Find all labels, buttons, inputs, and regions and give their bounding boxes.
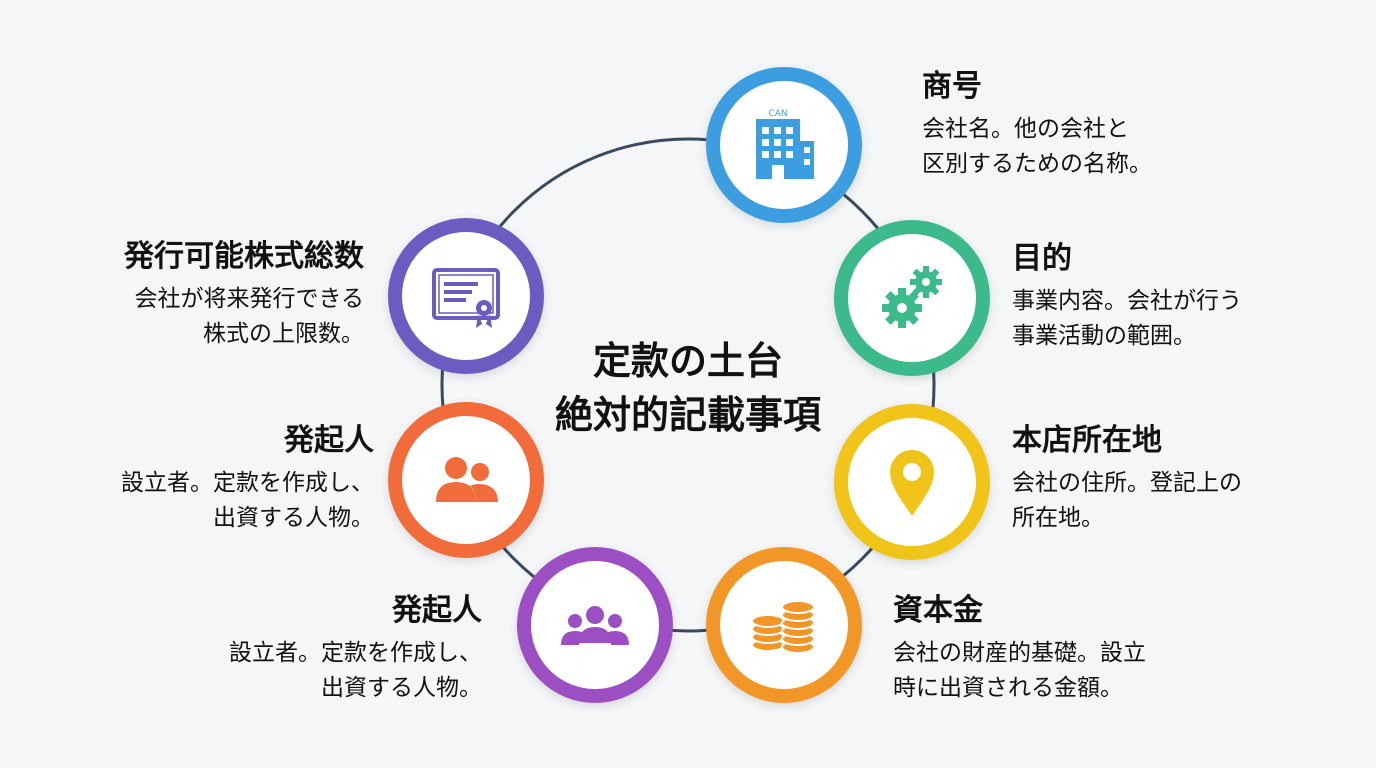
item-desc-line2: 出資する人物。: [321, 675, 482, 701]
label-trade-name: 商号 会社名。他の会社と 区別するための名称。: [922, 66, 1152, 182]
node-capital: [706, 547, 862, 703]
node-head-office: [834, 404, 990, 560]
item-title: 本店所在地: [1012, 423, 1162, 458]
node-promoter: [388, 402, 544, 558]
item-title: 発行可能株式総数: [124, 239, 364, 274]
item-title: 発起人: [284, 423, 374, 458]
center-title: 定款の土台 絶対的記載事項: [520, 334, 856, 442]
node-purpose: [834, 220, 990, 376]
node-promoter-group: [517, 547, 673, 703]
item-title: 目的: [1012, 241, 1072, 276]
item-desc-line2: 区別するための名称。: [922, 151, 1152, 177]
item-desc-line2: 時に出資される金額。: [893, 675, 1123, 701]
item-desc-line1: 会社名。他の会社と: [922, 116, 1129, 142]
center-title-line1: 定款の土台: [592, 339, 783, 383]
certificate-icon: [432, 268, 500, 328]
location-pin-icon: [890, 450, 934, 516]
label-purpose: 目的 事業内容。会社が行う 事業活動の範囲。: [1012, 238, 1242, 354]
item-desc-line2: 株式の上限数。: [203, 321, 364, 347]
label-head-office: 本店所在地 会社の住所。登記上の 所在地。: [1012, 420, 1242, 536]
label-promoter-group: 発起人 設立者。定款を作成し、 出資する人物。: [160, 590, 482, 706]
item-desc-line1: 会社の財産的基礎。設立: [893, 640, 1146, 666]
item-desc-line2: 出資する人物。: [213, 505, 374, 531]
item-desc-line1: 事業内容。会社が行う: [1012, 288, 1242, 314]
label-promoter: 発起人 設立者。定款を作成し、 出資する人物。: [60, 420, 374, 536]
center-title-line2: 絶対的記載事項: [554, 393, 821, 437]
coins-icon: [751, 600, 815, 654]
item-desc-line2: 所在地。: [1012, 505, 1104, 531]
item-desc-line1: 会社の住所。登記上の: [1012, 470, 1242, 496]
node-trade-name: CAN: [706, 67, 862, 223]
gears-icon: [882, 266, 942, 328]
building-icon: CAN: [756, 109, 814, 179]
item-desc-line1: 会社が将来発行できる: [134, 286, 364, 312]
item-title: 商号: [922, 69, 982, 104]
people-icon: [436, 457, 498, 502]
building-sign-text: CAN: [768, 109, 787, 119]
item-title: 発起人: [392, 593, 482, 628]
label-authorized-shares: 発行可能株式総数 会社が将来発行できる 株式の上限数。: [40, 236, 364, 352]
item-title: 資本金: [893, 593, 983, 628]
item-desc-line2: 事業活動の範囲。: [1012, 323, 1196, 349]
item-desc-line1: 設立者。定款を作成し、: [121, 470, 374, 496]
group-icon: [561, 606, 629, 645]
node-authorized-shares: [388, 218, 544, 374]
label-capital: 資本金 会社の財産的基礎。設立 時に出資される金額。: [893, 590, 1146, 706]
item-desc-line1: 設立者。定款を作成し、: [229, 640, 482, 666]
